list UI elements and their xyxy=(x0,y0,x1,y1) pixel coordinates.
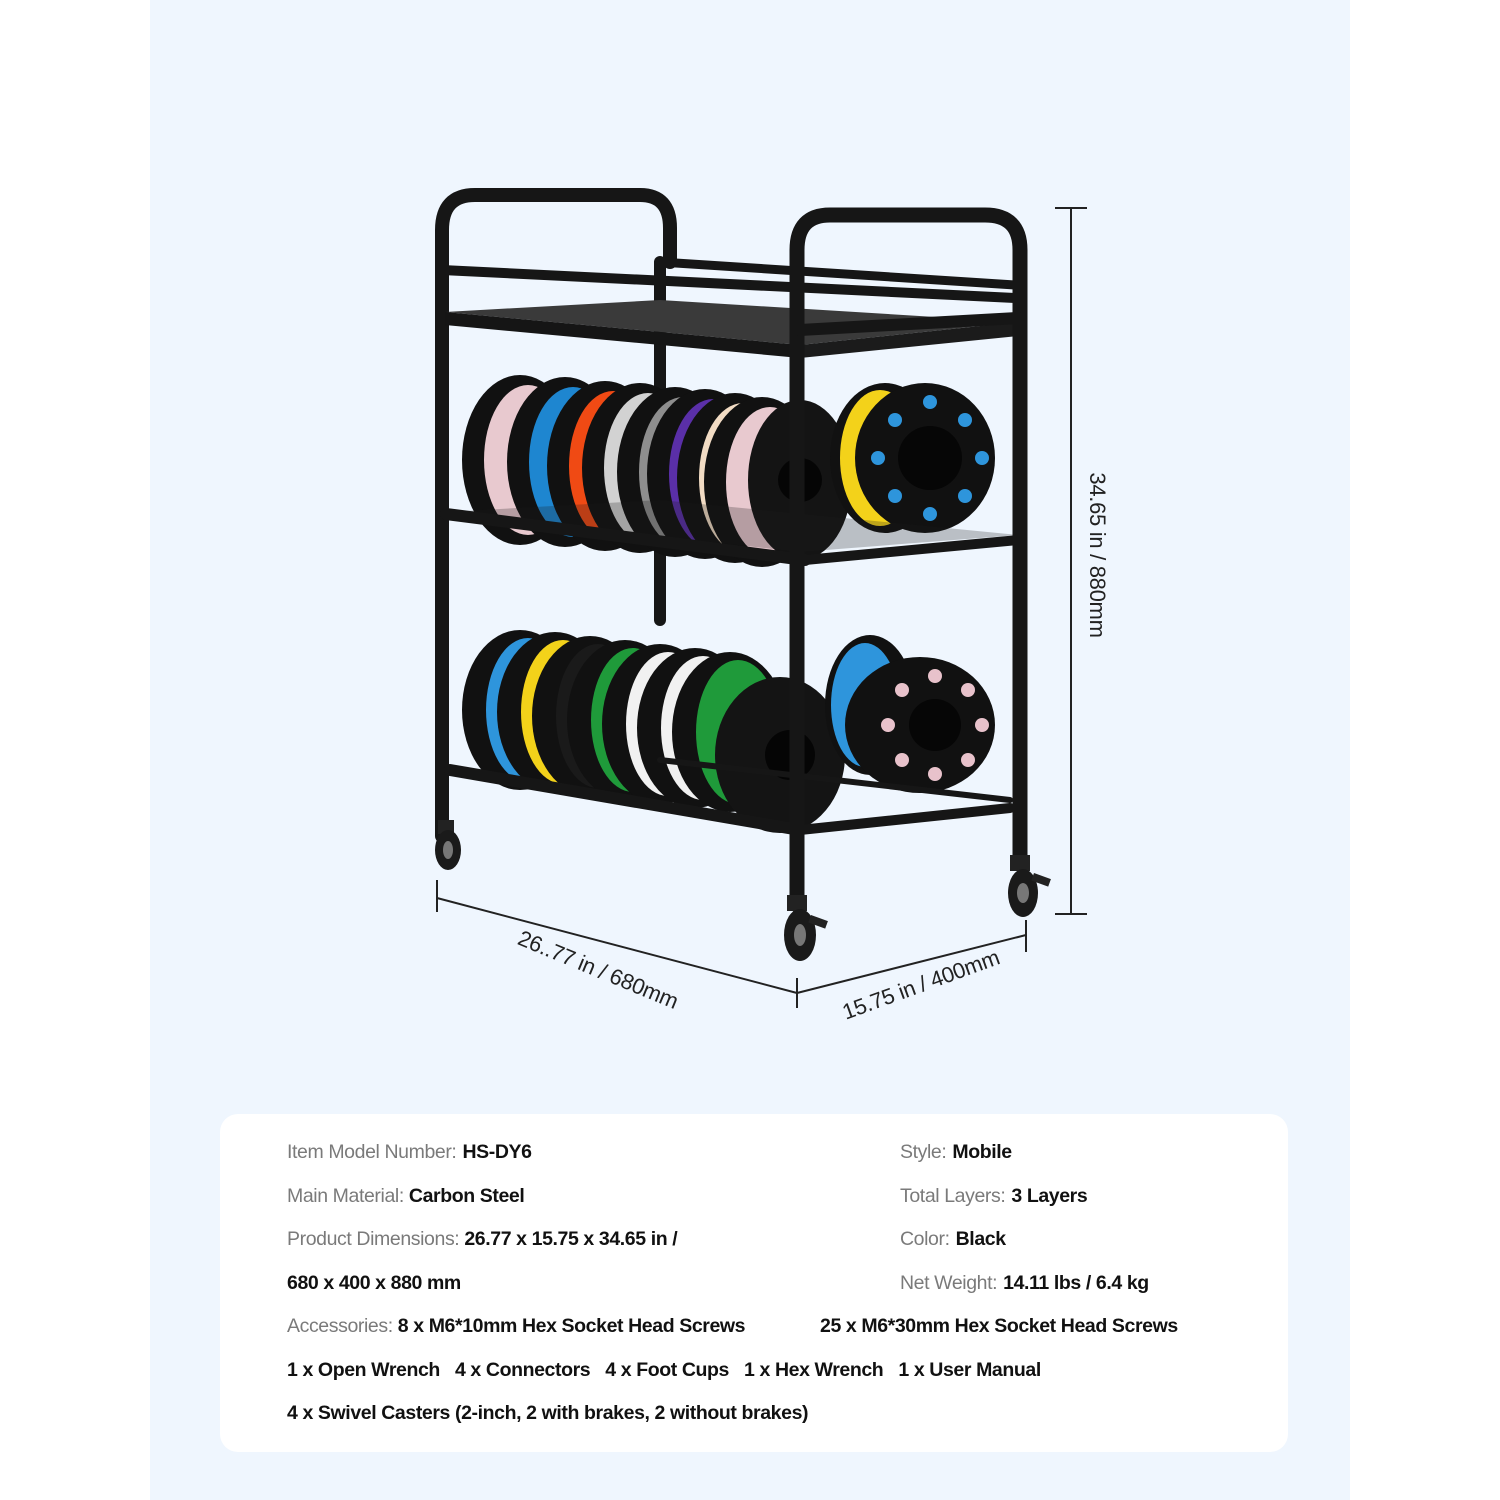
spec-label: Net Weight: xyxy=(900,1272,998,1294)
spec-layers: Total Layers:3 Layers xyxy=(900,1184,1088,1208)
accessory-item: 1 x Hex Wrench xyxy=(744,1359,884,1381)
bottom-shelf-spools xyxy=(462,630,995,833)
accessory-item: 1 x User Manual xyxy=(898,1359,1041,1381)
dimension-lines xyxy=(436,207,1087,1008)
spec-value: HS-DY6 xyxy=(462,1141,532,1163)
spec-model: Item Model Number:HS-DY6 xyxy=(287,1140,532,1164)
spec-material: Main Material: Carbon Steel xyxy=(287,1184,525,1208)
height-dimension-label: 34.65 in / 880mm xyxy=(1085,472,1110,638)
spec-style: Style:Mobile xyxy=(900,1140,1012,1164)
spec-dimensions-metric: 680 x 400 x 880 mm xyxy=(287,1271,461,1295)
spec-value: Mobile xyxy=(952,1141,1012,1163)
accessory-item: 8 x M6*10mm Hex Socket Head Screws xyxy=(397,1315,746,1337)
spec-accessories: Accessories: 8 x M6*10mm Hex Socket Head… xyxy=(287,1314,746,1338)
accessory-item-row: 25 x M6*30mm Hex Socket Head Screws xyxy=(820,1314,1178,1338)
spec-label: Color: xyxy=(900,1228,950,1250)
spec-label: Product Dimensions: xyxy=(287,1228,460,1250)
spec-weight: Net Weight:14.11 lbs / 6.4 kg xyxy=(900,1271,1149,1295)
accessory-item: 1 x Open Wrench xyxy=(287,1359,440,1381)
accessory-item: 4 x Swivel Casters (2-inch, 2 with brake… xyxy=(287,1402,809,1424)
spec-label: Total Layers: xyxy=(900,1185,1006,1207)
spec-label: Item Model Number: xyxy=(287,1141,457,1163)
accessory-item: 4 x Connectors xyxy=(454,1359,591,1381)
accessory-item: 4 x Foot Cups xyxy=(605,1359,730,1381)
casters xyxy=(435,820,1051,961)
spec-label: Main Material: xyxy=(287,1185,404,1207)
spec-dimensions: Product Dimensions: 26.77 x 15.75 x 34.6… xyxy=(287,1227,678,1251)
storage-cart-illustration xyxy=(435,188,1087,1008)
spec-label: Accessories: xyxy=(287,1315,393,1337)
accessories-row-2: 1 x Open Wrench 4 x Connectors 4 x Foot … xyxy=(287,1358,1041,1382)
spec-card: Item Model Number:HS-DY6 Main Material: … xyxy=(220,1114,1288,1452)
spec-label: Style: xyxy=(900,1141,947,1163)
spec-value: 680 x 400 x 880 mm xyxy=(287,1272,461,1294)
accessory-item: 25 x M6*30mm Hex Socket Head Screws xyxy=(820,1315,1178,1337)
spec-value: Carbon Steel xyxy=(408,1185,525,1207)
spec-color: Color:Black xyxy=(900,1227,1006,1251)
accessories-row-3: 4 x Swivel Casters (2-inch, 2 with brake… xyxy=(287,1401,809,1425)
spec-value: 26.77 x 15.75 x 34.65 in / xyxy=(464,1228,678,1250)
spec-value: Black xyxy=(955,1228,1006,1250)
spec-value: 3 Layers xyxy=(1011,1185,1088,1207)
spec-value: 14.11 lbs / 6.4 kg xyxy=(1003,1272,1149,1294)
product-figure: 34.65 in / 880mm 26..77 in / 680mm 15.75… xyxy=(435,188,1110,1025)
